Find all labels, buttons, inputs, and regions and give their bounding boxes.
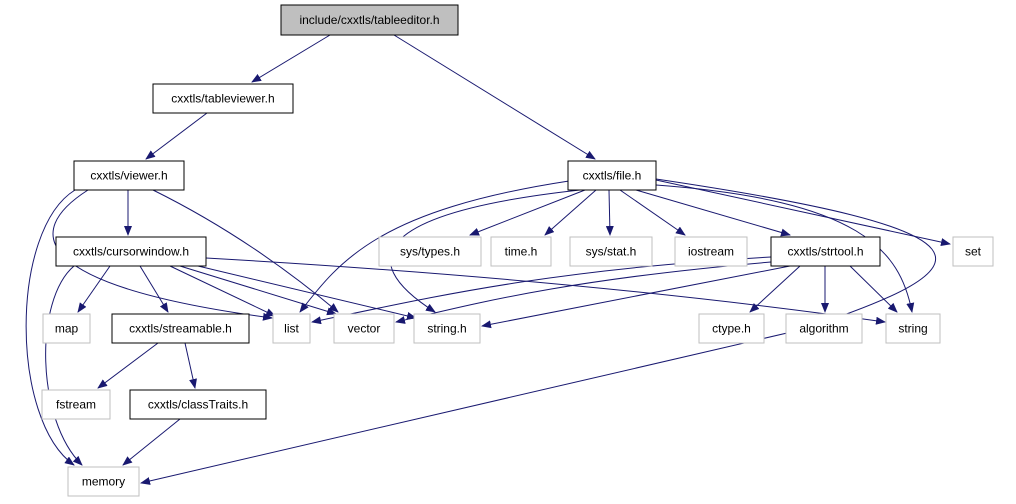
edge-streamable-to-classTraits [184, 342, 197, 389]
node-vector: vector [333, 313, 395, 344]
node-label-list: list [284, 322, 299, 336]
node-box-map [42, 313, 91, 344]
node-box-stringh [413, 313, 481, 344]
edge-file-to-string [655, 184, 915, 313]
node-box-file [567, 160, 657, 191]
node-box-streamable [111, 313, 250, 344]
node-box-string [885, 313, 941, 344]
nodes: include/cxxtls/tableeditor.h cxxtls/table… [41, 4, 994, 497]
node-sysstat: sys/stat.h [569, 236, 653, 267]
node-classTraits[interactable]: cxxtls/classTraits.h [129, 389, 267, 420]
node-box-tableviewer [152, 83, 294, 114]
node-tableviewer[interactable]: cxxtls/tableviewer.h [152, 83, 294, 114]
edge-strtool-to-string [849, 265, 898, 313]
node-box-set [952, 236, 994, 267]
node-label-tableeditor: include/cxxtls/tableeditor.h [299, 13, 439, 27]
node-label-vector: vector [348, 322, 381, 336]
edge-strtool-to-ctype [749, 265, 801, 313]
edge-tableviewer-to-viewer [145, 112, 208, 160]
node-ctype: ctype.h [698, 313, 765, 344]
edge-classTraits-to-memory [122, 418, 181, 466]
node-label-cursorwindow: cxxtls/cursorwindow.h [73, 245, 189, 259]
node-set: set [952, 236, 994, 267]
edge-file-to-timeh [544, 189, 597, 236]
node-file[interactable]: cxxtls/file.h [567, 160, 657, 191]
node-strtool[interactable]: cxxtls/strtool.h [770, 236, 881, 267]
node-box-memory [67, 466, 140, 497]
edge-cursorwindow-to-list [169, 265, 276, 317]
node-cursorwindow[interactable]: cxxtls/cursorwindow.h [55, 236, 207, 267]
node-iostream: iostream [674, 236, 748, 267]
node-box-vector [333, 313, 395, 344]
node-label-map: map [55, 322, 79, 336]
node-algorithm: algorithm [785, 313, 863, 344]
node-box-classTraits [129, 389, 267, 420]
node-box-viewer [73, 160, 185, 191]
edge-streamable-to-fstream [97, 342, 159, 389]
edge-strtool-to-list [311, 256, 772, 325]
node-label-ctype: ctype.h [712, 322, 751, 336]
edge-cursorwindow-to-map [77, 265, 111, 313]
edge-cursorwindow-to-memory [45, 265, 83, 466]
node-box-timeh [490, 236, 552, 267]
edge-file-to-sysstat [605, 189, 614, 236]
node-fstream: fstream [41, 389, 111, 420]
node-box-algorithm [785, 313, 863, 344]
edge-cursorwindow-to-vector [179, 265, 337, 316]
node-memory: memory [67, 466, 140, 497]
node-box-list [272, 313, 311, 344]
edge-file-to-strtool [635, 189, 791, 237]
node-box-fstream [41, 389, 111, 420]
edge-file-to-systypes [469, 189, 586, 236]
node-label-algorithm: algorithm [799, 322, 848, 336]
node-list: list [272, 313, 311, 344]
node-label-string: string [898, 322, 927, 336]
node-box-tableeditor [280, 4, 459, 36]
node-stringh: string.h [413, 313, 481, 344]
edge-file-to-memory [140, 178, 937, 485]
node-box-ctype [698, 313, 765, 344]
node-label-sysstat: sys/stat.h [586, 245, 637, 259]
node-map: map [42, 313, 91, 344]
edge-file-to-iostream [619, 189, 686, 236]
node-label-memory: memory [82, 475, 125, 489]
node-box-sysstat [569, 236, 653, 267]
node-label-strtool: cxxtls/strtool.h [787, 245, 863, 259]
node-label-set: set [965, 245, 982, 259]
edge-cursorwindow-to-string [205, 257, 886, 325]
edge-tableeditor-to-tableviewer [251, 34, 331, 83]
node-label-tableviewer: cxxtls/tableviewer.h [171, 92, 274, 106]
node-label-iostream: iostream [688, 245, 734, 259]
node-label-timeh: time.h [505, 245, 538, 259]
node-box-strtool [770, 236, 881, 267]
node-label-file: cxxtls/file.h [583, 169, 642, 183]
node-label-systypes: sys/types.h [400, 245, 460, 259]
edge-strtool-to-vector [395, 261, 772, 324]
edge-tableeditor-to-file [393, 34, 596, 160]
node-string: string [885, 313, 941, 344]
node-systypes: sys/types.h [378, 236, 482, 267]
node-streamable[interactable]: cxxtls/streamable.h [111, 313, 250, 344]
node-tableeditor[interactable]: include/cxxtls/tableeditor.h [280, 4, 459, 36]
edge-strtool-to-stringh [481, 265, 791, 329]
node-box-iostream [674, 236, 748, 267]
edge-cursorwindow-to-streamable [139, 265, 169, 313]
node-box-systypes [378, 236, 482, 267]
node-label-stringh: string.h [427, 322, 466, 336]
node-label-classTraits: cxxtls/classTraits.h [148, 398, 248, 412]
node-label-viewer: cxxtls/viewer.h [90, 169, 167, 183]
node-timeh: time.h [490, 236, 552, 267]
edge-file-to-set [655, 179, 951, 246]
node-box-cursorwindow [55, 236, 207, 267]
node-label-streamable: cxxtls/streamable.h [129, 322, 232, 336]
node-viewer[interactable]: cxxtls/viewer.h [73, 160, 185, 191]
edge-cursorwindow-to-stringh [197, 265, 417, 320]
edge-viewer-to-memory [25, 189, 76, 466]
node-label-fstream: fstream [56, 398, 96, 412]
